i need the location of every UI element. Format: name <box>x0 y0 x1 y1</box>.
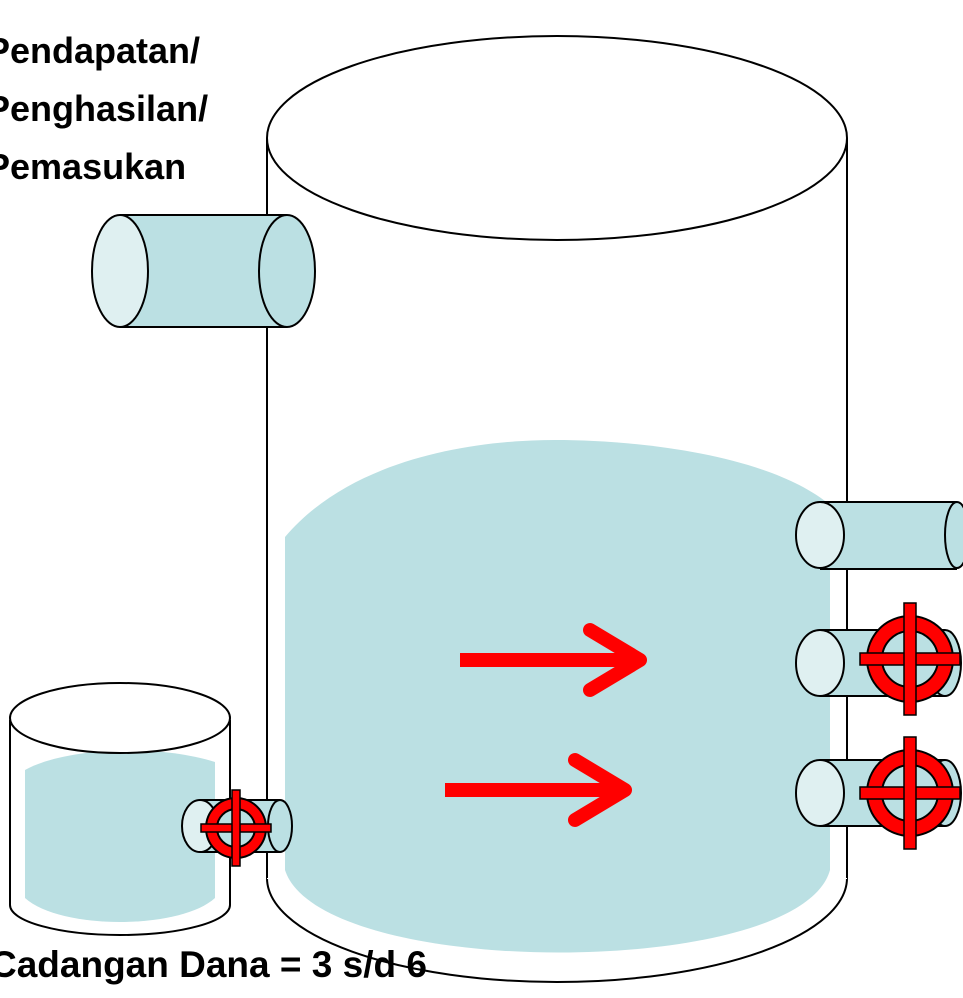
valve-icon <box>200 789 272 867</box>
outlet-pipe-1 <box>795 501 963 570</box>
income-label-line-3: Pemasukan <box>0 146 187 187</box>
income-label: Pendapatan/ Penghasilan/ Pemasukan <box>0 22 208 196</box>
income-label-line-1: Pendapatan/ <box>0 30 201 71</box>
inlet-pipe <box>91 214 316 328</box>
valve-icon <box>859 602 961 716</box>
main-tank-water <box>285 440 830 953</box>
savings-label: Cadangan Dana = 3 s/d 6 <box>0 944 427 985</box>
right-arrow-icon <box>445 753 632 827</box>
valve-icon <box>859 736 961 850</box>
main-tank-top <box>266 35 848 241</box>
main-tank <box>266 35 848 983</box>
right-arrow-icon <box>460 623 647 697</box>
small-tank-water <box>25 750 215 922</box>
income-label-line-2: Penghasilan/ <box>0 88 209 129</box>
